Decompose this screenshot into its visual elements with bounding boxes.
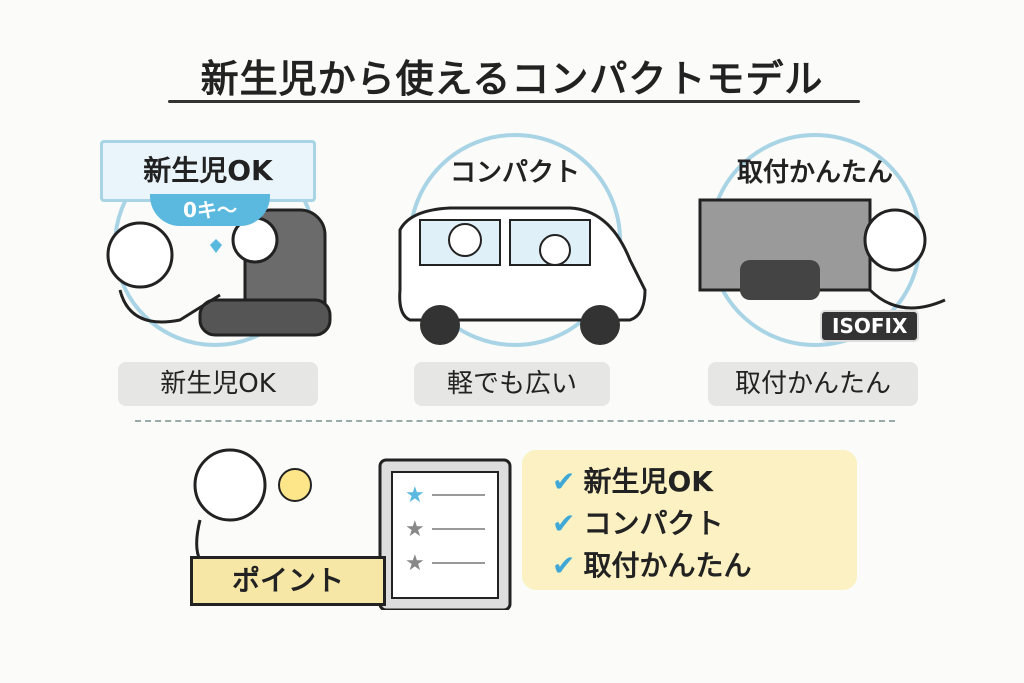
newborn-banner: 新生児OK <box>100 140 316 202</box>
panel-label-install: 取付かんたん <box>708 362 918 406</box>
check-label: 新生児OK <box>583 465 713 498</box>
check-icon: ✔ <box>552 549 576 582</box>
checklist: ✔新生児OK ✔コンパクト ✔取付かんたん <box>522 450 857 590</box>
check-label: 取付かんたん <box>583 549 752 582</box>
title-underline <box>168 100 860 103</box>
check-icon: ✔ <box>552 507 576 540</box>
age-badge: 0キ〜 <box>150 194 270 226</box>
check-item: ✔取付かんたん <box>552 544 751 584</box>
point-illustration: ★ ★ ★ <box>193 448 512 610</box>
isofix-illustration <box>698 133 946 347</box>
newborn-illustration <box>106 143 332 347</box>
panel-label-compact: 軽でも広い <box>414 362 610 406</box>
point-ribbon: ポイント <box>190 556 386 606</box>
page-title: 新生児から使えるコンパクトモデル <box>200 57 824 101</box>
svg-text:★: ★ <box>405 517 425 542</box>
panel-heading-compact: コンパクト <box>449 158 580 188</box>
check-label: コンパクト <box>583 507 724 540</box>
check-item: ✔コンパクト <box>552 502 723 542</box>
panel-label-newborn: 新生児OK <box>118 362 318 406</box>
banner-text: 新生児OK <box>143 154 273 187</box>
check-item: ✔新生児OK <box>552 460 713 500</box>
panel-heading-install: 取付かんたん <box>736 158 893 188</box>
point-ribbon-text: ポイント <box>231 564 344 597</box>
isofix-badge: ISOFIX <box>820 310 920 342</box>
svg-text:★: ★ <box>405 551 425 576</box>
section-divider <box>135 420 895 422</box>
check-icon: ✔ <box>552 465 576 498</box>
compact-car-illustration <box>398 133 647 347</box>
svg-text:★: ★ <box>405 483 425 508</box>
